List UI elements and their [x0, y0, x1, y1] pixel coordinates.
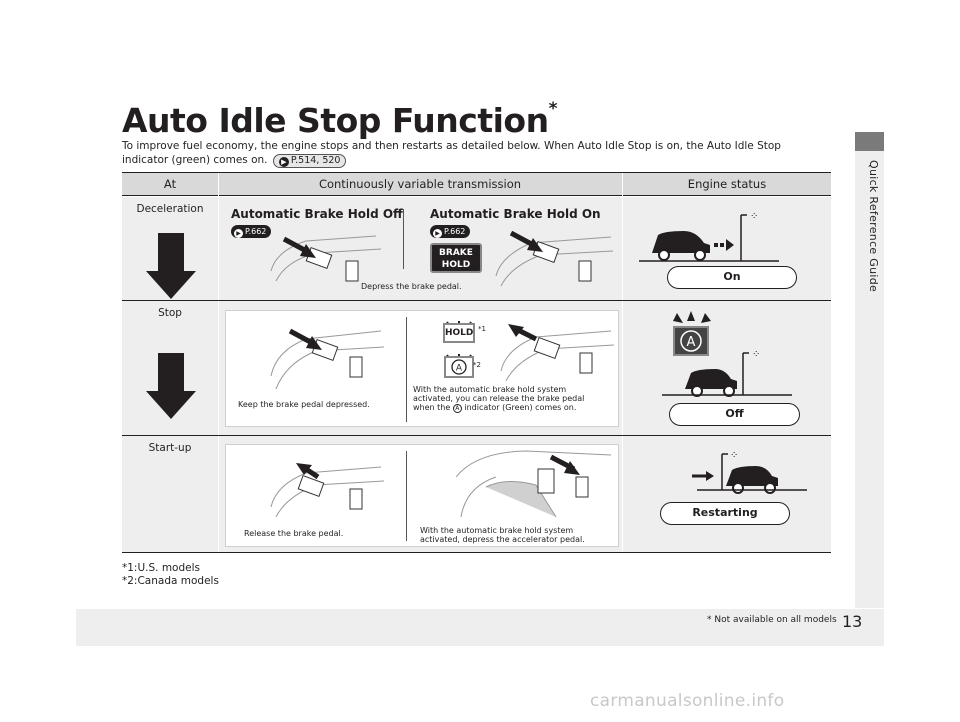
- side-tab-label[interactable]: Quick Reference Guide: [867, 160, 880, 293]
- auto-indicator-footnote: *2: [473, 361, 481, 369]
- accelerator-pedal-press-icon: [455, 450, 612, 518]
- status-badge-on: On: [667, 266, 797, 289]
- stop-right-caption-line1: With the automatic brake hold system: [413, 385, 567, 394]
- illustration-divider: [406, 317, 407, 422]
- deceleration-caption: Depress the brake pedal.: [361, 282, 462, 291]
- illustration-divider: [403, 209, 404, 269]
- svg-text:A: A: [456, 364, 463, 374]
- side-tab: [855, 132, 884, 608]
- start-up-right-caption-line1: With the automatic brake hold system: [420, 526, 574, 535]
- brake-pedal-press-icon: [495, 231, 614, 287]
- page-number: 13: [842, 612, 863, 631]
- row-label-stop: Stop: [158, 307, 182, 319]
- brake-pedal-release-icon: [270, 463, 385, 517]
- ref-text: P.662: [245, 227, 267, 236]
- stop-illustration: Keep the brake pedal depressed. HOLD *1 …: [225, 310, 619, 427]
- car-engine-icon: ⁘: [639, 211, 779, 262]
- footer-band: [76, 609, 884, 646]
- brake-hold-indicator-icon: BRAKE HOLD: [430, 243, 482, 273]
- stop-right-caption-line2: activated, you can release the brake ped…: [413, 394, 585, 403]
- brake-pedal-release-icon: [500, 324, 615, 381]
- header-engine-status: Engine status: [687, 177, 767, 191]
- table-row-start-up: Start-up Release the brake pedal.: [122, 436, 831, 552]
- footnote-canada: *2:Canada models: [122, 575, 219, 587]
- brake-pedal-hold-icon: [270, 328, 385, 390]
- auto-hold-indicator-icon: A: [452, 404, 462, 413]
- footnote-us: *1:U.S. models: [122, 562, 200, 574]
- car-moving-icon: ⁘: [692, 450, 807, 494]
- auto-rays-icon: [444, 347, 474, 361]
- page-reference-link[interactable]: ▶P.514, 520: [272, 154, 347, 168]
- stop-left-caption: Keep the brake pedal depressed.: [238, 400, 370, 409]
- brake-hold-on-heading: Automatic Brake Hold On: [430, 207, 601, 221]
- arrow-right-icon: ▶: [278, 157, 289, 167]
- intro-paragraph: To improve fuel economy, the engine stop…: [122, 139, 827, 168]
- hold-rays-icon: [444, 314, 474, 328]
- auto-idle-stop-table: At Continuously variable transmission En…: [122, 172, 831, 553]
- deceleration-illustration: Automatic Brake Hold Off ▶P.662 Automati…: [226, 203, 618, 293]
- hold-indicator-icon: HOLD: [443, 323, 475, 343]
- availability-note: * Not available on all models: [707, 615, 837, 625]
- brake-hold-off-ref-link[interactable]: ▶P.662: [231, 225, 272, 238]
- brake-hold-on-ref-link[interactable]: ▶P.662: [430, 225, 471, 238]
- auto-idle-stop-indicator-icon: A: [673, 311, 711, 356]
- status-badge-off: Off: [669, 403, 800, 426]
- column-divider: [218, 436, 219, 552]
- brake-badge-line2: HOLD: [441, 260, 471, 270]
- stop-right-caption-line3: when the A indicator (Green) comes on.: [413, 403, 577, 413]
- intro-text: To improve fuel economy, the engine stop…: [122, 140, 781, 166]
- side-tab-marker: [855, 132, 884, 151]
- column-divider: [622, 197, 623, 300]
- auto-indicator-icon: A: [444, 356, 474, 378]
- column-divider: [218, 301, 219, 435]
- column-divider: [218, 197, 219, 300]
- header-transmission: Continuously variable transmission: [318, 177, 522, 191]
- table-row-stop: Stop Keep the brake pedal depressed. HOL…: [122, 301, 831, 435]
- page-title-text: Auto Idle Stop Function: [122, 101, 549, 140]
- start-up-illustration: Release the brake pedal. With the automa…: [225, 444, 619, 547]
- brake-pedal-press-icon: [270, 235, 382, 282]
- table-row-deceleration: Deceleration Automatic Brake Hold Off ▶P…: [122, 197, 831, 300]
- column-divider: [622, 436, 623, 552]
- watermark: carmanualsonline.info: [590, 691, 785, 711]
- car-engine-icon: ⁘: [662, 349, 792, 397]
- page-reference-text: P.514, 520: [290, 155, 341, 166]
- footnotes: *1:U.S. models *2:Canada models: [122, 562, 219, 588]
- title-asterisk: *: [548, 99, 558, 119]
- start-up-right-caption-line2: activated, depress the accelerator pedal…: [420, 535, 585, 544]
- table-header: At Continuously variable transmission En…: [122, 172, 831, 197]
- ref-text: P.662: [444, 227, 466, 236]
- column-divider: [622, 301, 623, 435]
- svg-text:⁘: ⁘: [730, 450, 738, 461]
- header-at: At: [163, 177, 177, 191]
- arrow-right-icon: ▶: [234, 228, 243, 238]
- stop-right-caption: With the automatic brake hold system act…: [413, 385, 584, 413]
- hold-indicator-footnote: *1: [478, 325, 486, 333]
- brake-badge-line1: BRAKE: [439, 248, 473, 258]
- brake-hold-off-heading: Automatic Brake Hold Off: [231, 207, 403, 221]
- status-badge-restarting: Restarting: [660, 502, 790, 525]
- header-divider: [622, 173, 623, 197]
- start-up-right-caption: With the automatic brake hold system act…: [420, 526, 585, 544]
- svg-text:⁘: ⁘: [750, 211, 758, 222]
- arrow-right-icon: ▶: [433, 228, 442, 238]
- svg-text:A: A: [687, 335, 696, 350]
- row-separator: [122, 300, 831, 301]
- start-up-left-caption: Release the brake pedal.: [244, 529, 344, 538]
- page-title: Auto Idle Stop Function*: [122, 99, 558, 140]
- row-label-start-up: Start-up: [148, 442, 192, 454]
- row-separator: [122, 435, 831, 436]
- svg-text:⁘: ⁘: [752, 349, 760, 360]
- header-divider: [218, 173, 219, 197]
- illustration-divider: [406, 451, 407, 541]
- row-label-deceleration: Deceleration: [136, 203, 204, 215]
- row-separator: [122, 552, 831, 553]
